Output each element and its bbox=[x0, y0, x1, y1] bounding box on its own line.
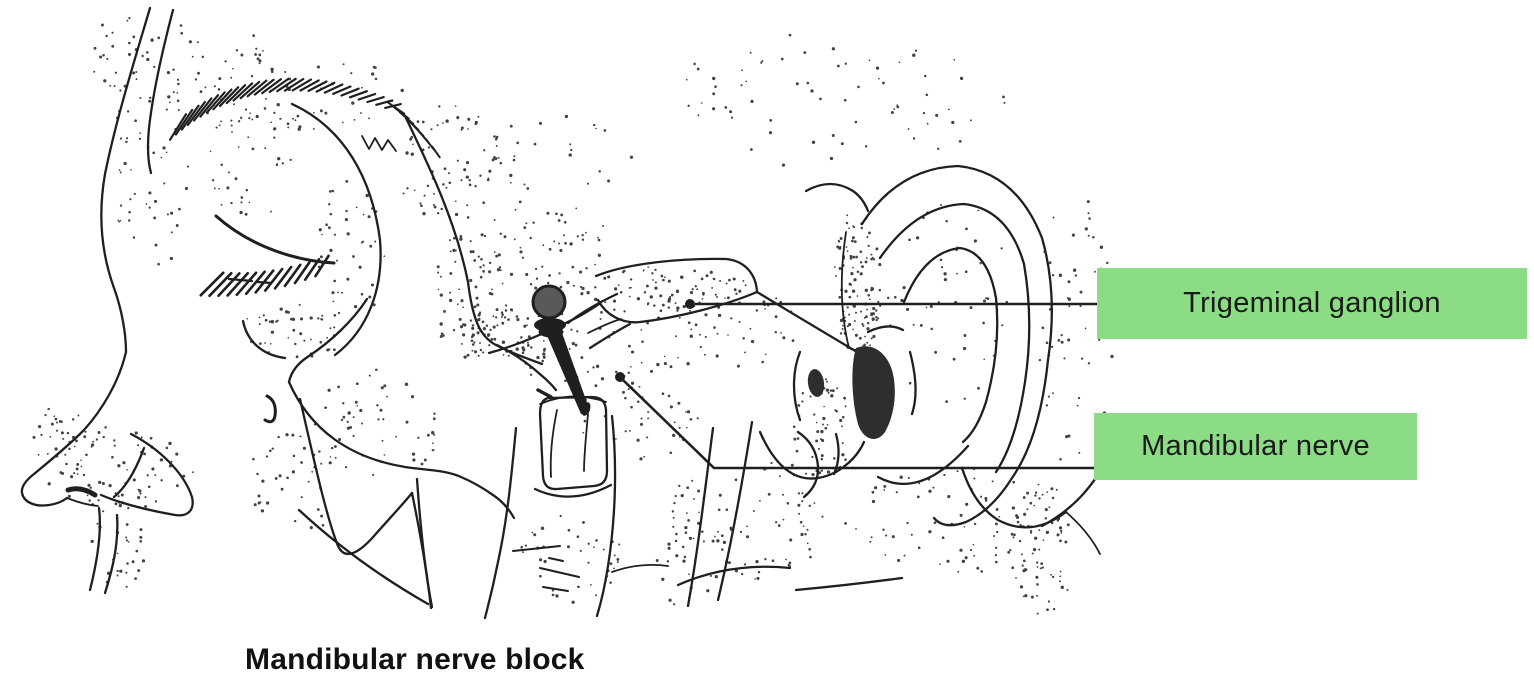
zygomatic-arch bbox=[487, 292, 632, 392]
needle-shaft bbox=[545, 330, 590, 414]
stipple-shading bbox=[32, 16, 1115, 615]
eyelashes bbox=[199, 254, 330, 298]
ear bbox=[792, 164, 1053, 527]
figure-caption: Mandibular nerve block bbox=[245, 643, 585, 676]
label-trigeminal-ganglion: Trigeminal ganglion bbox=[1097, 268, 1527, 339]
leader-lines bbox=[615, 299, 1098, 470]
needle-tip bbox=[581, 402, 591, 416]
label-mandibular-nerve: Mandibular nerve bbox=[1094, 413, 1417, 480]
jaw-neck bbox=[611, 420, 1114, 608]
needle-cap bbox=[531, 284, 567, 320]
tragus-shadow bbox=[807, 369, 825, 397]
fingernail bbox=[538, 395, 609, 491]
mandibular-pointer-dot bbox=[615, 372, 625, 382]
insertion-marks bbox=[536, 388, 587, 402]
closed-eye bbox=[214, 102, 382, 360]
mandibular-leader-line bbox=[622, 379, 1096, 470]
needle-syringe bbox=[531, 284, 591, 416]
eyebrow-tail bbox=[386, 101, 441, 159]
palpating-finger bbox=[483, 395, 617, 620]
needle-hub-lower bbox=[538, 326, 564, 338]
trigeminal-ganglion-region bbox=[594, 257, 859, 354]
knuckle-creases bbox=[512, 545, 580, 592]
trigeminal-pointer-dot bbox=[685, 299, 695, 309]
ear-canal-shadow bbox=[852, 346, 895, 439]
